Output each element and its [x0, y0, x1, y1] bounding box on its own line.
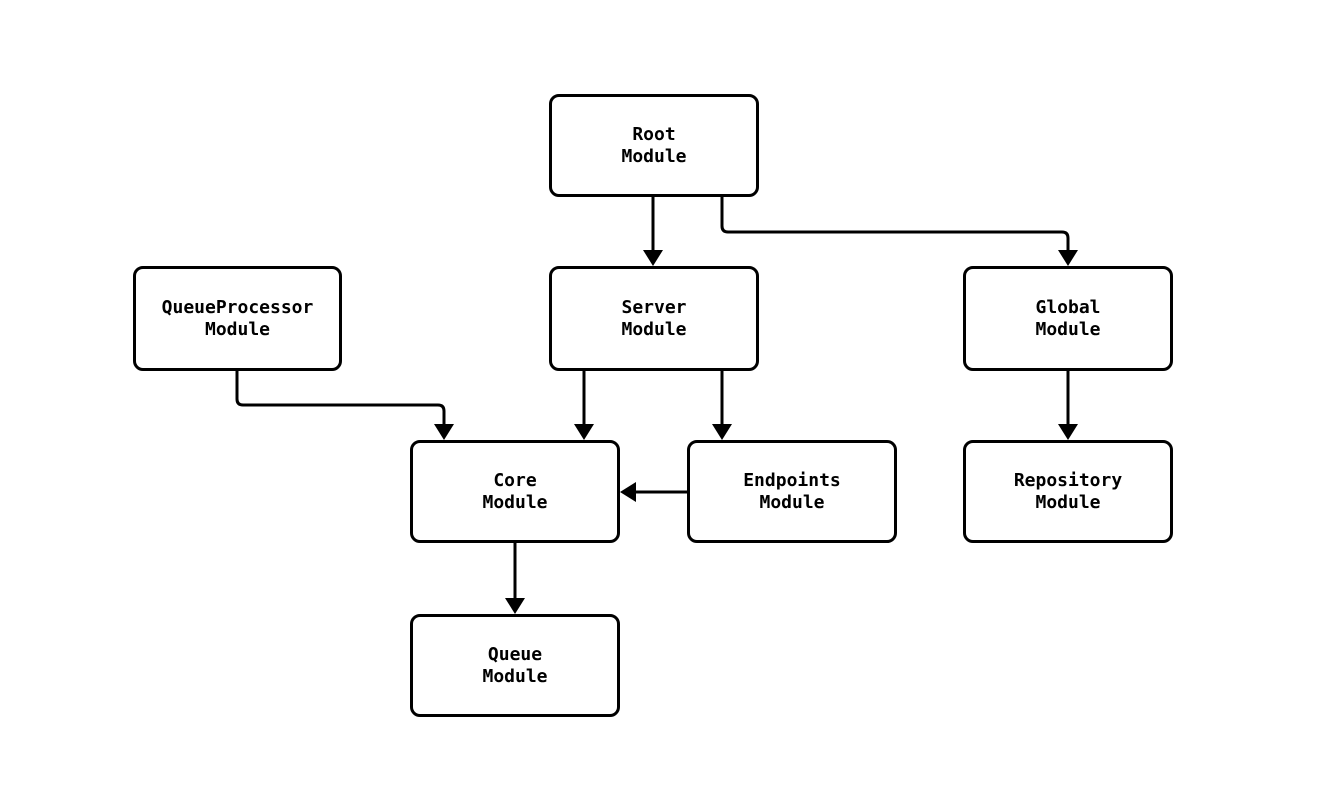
node-label-line1: Server	[621, 296, 687, 318]
node-label-line2: Module	[1035, 491, 1101, 513]
node-label-line2: Module	[621, 318, 687, 340]
node-label-line1: Repository	[1013, 469, 1123, 491]
node-label-line2: Module	[482, 491, 548, 513]
node-repository-module[interactable]: Repository Module	[963, 440, 1173, 543]
arrowhead-server-to-core	[574, 424, 594, 440]
arrowhead-root-to-server	[643, 250, 663, 266]
arrowhead-root-to-global	[1058, 250, 1078, 266]
node-core-module[interactable]: Core Module	[410, 440, 620, 543]
node-label-line2: Module	[204, 318, 271, 340]
arrowhead-queueprocessor-to-core	[434, 424, 454, 440]
arrowhead-global-to-repository	[1058, 424, 1078, 440]
node-label-line2: Module	[1035, 318, 1101, 340]
node-server-module[interactable]: Server Module	[549, 266, 759, 371]
arrowhead-endpoints-to-core	[620, 482, 636, 502]
node-global-module[interactable]: Global Module	[963, 266, 1173, 371]
edge-queueprocessor-to-core	[235, 371, 446, 424]
edge-root-to-global	[720, 197, 1070, 250]
node-label-line1: Root	[632, 123, 676, 145]
node-label-line1: Queue	[487, 643, 543, 665]
node-endpoints-module[interactable]: Endpoints Module	[687, 440, 897, 543]
node-label-line1: Endpoints	[743, 469, 841, 491]
node-label-line2: Module	[759, 491, 825, 513]
node-queue-module[interactable]: Queue Module	[410, 614, 620, 717]
node-label-line2: Module	[621, 145, 687, 167]
arrowhead-core-to-queue	[505, 598, 525, 614]
node-label-line1: QueueProcessor	[161, 296, 314, 318]
node-queueprocessor-module[interactable]: QueueProcessor Module	[133, 266, 342, 371]
node-root-module[interactable]: Root Module	[549, 94, 759, 197]
node-label-line1: Global	[1035, 296, 1101, 318]
arrowhead-server-to-endpoints	[712, 424, 732, 440]
node-label-line2: Module	[482, 665, 548, 687]
node-label-line1: Core	[493, 469, 537, 491]
